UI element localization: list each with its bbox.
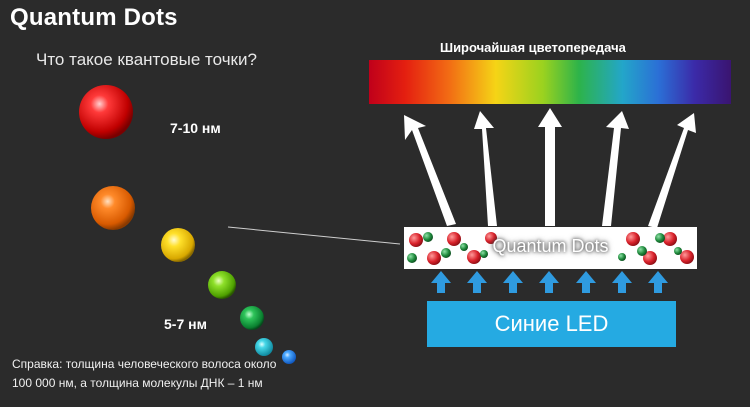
green-particle — [655, 233, 665, 243]
blue-arrow-2 — [467, 271, 487, 293]
size-label-large: 7-10 нм — [170, 120, 221, 136]
red-particle — [409, 233, 423, 247]
red-particle — [643, 251, 657, 265]
blue-arrow-1 — [431, 271, 451, 293]
green-particle — [423, 232, 433, 242]
quantum-dots-label: Quantum Dots — [492, 236, 609, 256]
red-particle — [680, 250, 694, 264]
quantum-dots-layer: Quantum Dots — [404, 227, 697, 269]
reference-note: Справка: толщина человеческого волоса ок… — [12, 355, 276, 393]
red-particle — [467, 250, 481, 264]
color-spectrum-bar — [369, 60, 731, 104]
red-particle — [447, 232, 461, 246]
blue-arrow-4 — [539, 271, 559, 293]
quantum-dots-particles — [407, 232, 694, 265]
gamut-title: Широчайшая цветопередача — [440, 40, 626, 55]
red-particle — [485, 232, 497, 244]
white-arrow-3 — [538, 108, 562, 226]
dot-green — [240, 306, 264, 330]
green-particle — [407, 253, 417, 263]
blue-arrow-7 — [648, 271, 668, 293]
red-particle — [663, 232, 677, 246]
blue-arrow-3 — [503, 271, 523, 293]
reference-note-line-1: Справка: толщина человеческого волоса ок… — [12, 357, 277, 371]
green-particles — [407, 232, 682, 263]
blue-arrow-5 — [576, 271, 596, 293]
connector-line — [227, 226, 401, 245]
green-particle — [674, 247, 682, 255]
red-particle — [427, 251, 441, 265]
reference-note-line-2: 100 000 нм, а толщина молекулы ДНК – 1 н… — [12, 376, 263, 390]
dot-blue — [282, 350, 296, 364]
dot-lime — [208, 271, 236, 299]
dot-red-large — [79, 85, 133, 139]
dot-yellow — [161, 228, 195, 262]
dot-orange — [91, 186, 135, 230]
page-subtitle: Что такое квантовые точки? — [36, 50, 257, 69]
page-title: Quantum Dots — [10, 4, 178, 31]
white-arrow-4 — [602, 111, 629, 226]
white-arrow-5 — [648, 113, 696, 228]
white-arrow-2 — [474, 111, 497, 226]
red-particle — [626, 232, 640, 246]
green-particle — [480, 250, 488, 258]
blue-led-label: Синие LED — [494, 311, 609, 336]
dot-cyan — [255, 338, 273, 356]
green-particle — [637, 246, 647, 256]
green-particle — [618, 253, 626, 261]
white-arrow-1 — [404, 115, 456, 226]
red-particles — [409, 232, 694, 265]
size-label-small: 5-7 нм — [164, 316, 207, 332]
blue-arrow-6 — [612, 271, 632, 293]
green-particle — [460, 243, 468, 251]
blue-led-panel: Синие LED — [427, 301, 676, 347]
green-particle — [441, 248, 451, 258]
